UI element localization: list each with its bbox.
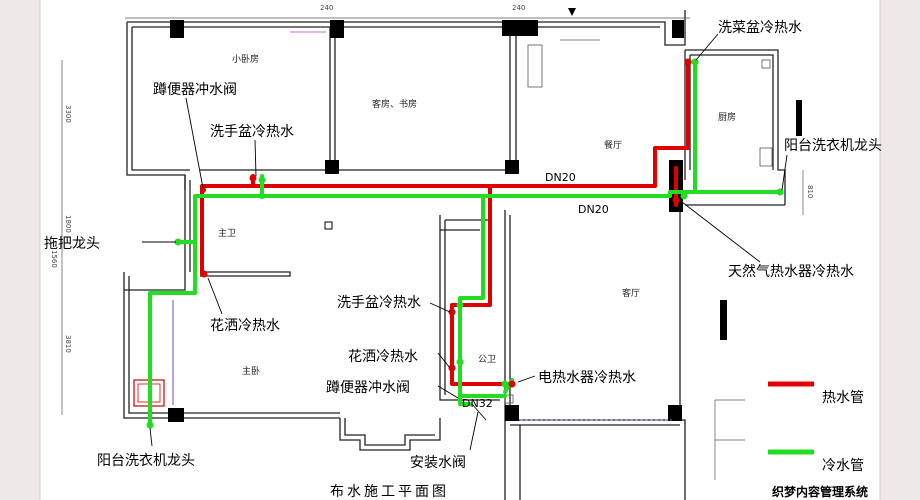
callout-washer-tap-bedroom: 阳台洗衣机龙头 xyxy=(97,453,195,469)
room-kitchen: 厨房 xyxy=(718,111,736,123)
callout-gas-heater: 天然气热水器冷热水 xyxy=(728,263,854,280)
room-small-bedroom: 小卧房 xyxy=(232,53,259,65)
dim-top-240-a: 240 xyxy=(320,4,333,12)
pipe-endpoints xyxy=(146,58,784,429)
dim-right-810: 810 xyxy=(806,185,814,198)
dim-top-240-b: 240 xyxy=(512,4,525,12)
callout-leaders xyxy=(142,33,788,451)
left-paper-edge xyxy=(0,0,40,500)
room-guest-bath: 公卫 xyxy=(478,354,496,365)
callout-veg-sink: 洗菜盆冷热水 xyxy=(718,20,802,36)
callout-basin-master: 洗手盆冷热水 xyxy=(210,124,294,140)
dim-left-1800: 1800 xyxy=(64,215,72,233)
dim-left-3810: 3810 xyxy=(64,335,72,353)
callout-labels: 蹲便器冲水阀 洗手盆冷热水 拖把龙头 花洒冷热水 阳台洗衣机龙头 洗菜盆冷热水 … xyxy=(44,20,882,471)
callout-shower-guest: 花洒冷热水 xyxy=(348,349,418,365)
room-living: 客厅 xyxy=(622,287,640,299)
room-master-bath: 主卫 xyxy=(218,227,236,239)
legend-hot-label: 热水管 xyxy=(822,390,864,406)
legend: 热水管 冷水管 xyxy=(768,381,864,474)
room-master-bedroom: 主卧 xyxy=(242,365,260,377)
dimension-lines xyxy=(61,17,804,480)
room-living-study: 客房、书房 xyxy=(372,98,417,110)
label-dn20-cold: DN20 xyxy=(578,203,609,216)
watermark: 织梦内容管理系统 xyxy=(772,484,868,499)
callout-shower-master: 花洒冷热水 xyxy=(210,318,280,334)
callout-basin-guest: 洗手盆冷热水 xyxy=(337,295,421,311)
dim-left-3300: 3300 xyxy=(64,105,72,123)
callout-toilet-flush-master: 蹲便器冲水阀 xyxy=(153,82,237,98)
drawing-title: 布水施工平面图 xyxy=(330,484,449,500)
callout-install-valve: 安装水阀 xyxy=(410,455,466,471)
label-dn32: DN32 xyxy=(462,397,493,410)
room-dining: 餐厅 xyxy=(604,139,622,151)
callout-mop-tap: 拖把龙头 xyxy=(44,236,100,252)
callout-washer-tap-kitchen: 阳台洗衣机龙头 xyxy=(784,138,882,154)
callout-electric-heater: 电热水器冷热水 xyxy=(538,370,636,386)
right-paper-edge xyxy=(880,0,920,500)
label-dn20-hot: DN20 xyxy=(545,171,576,184)
legend-cold-label: 冷水管 xyxy=(822,458,864,474)
callout-toilet-flush-guest: 蹲便器冲水阀 xyxy=(326,380,410,396)
walls xyxy=(123,10,786,500)
dim-left-1560: 1560 xyxy=(50,250,58,268)
